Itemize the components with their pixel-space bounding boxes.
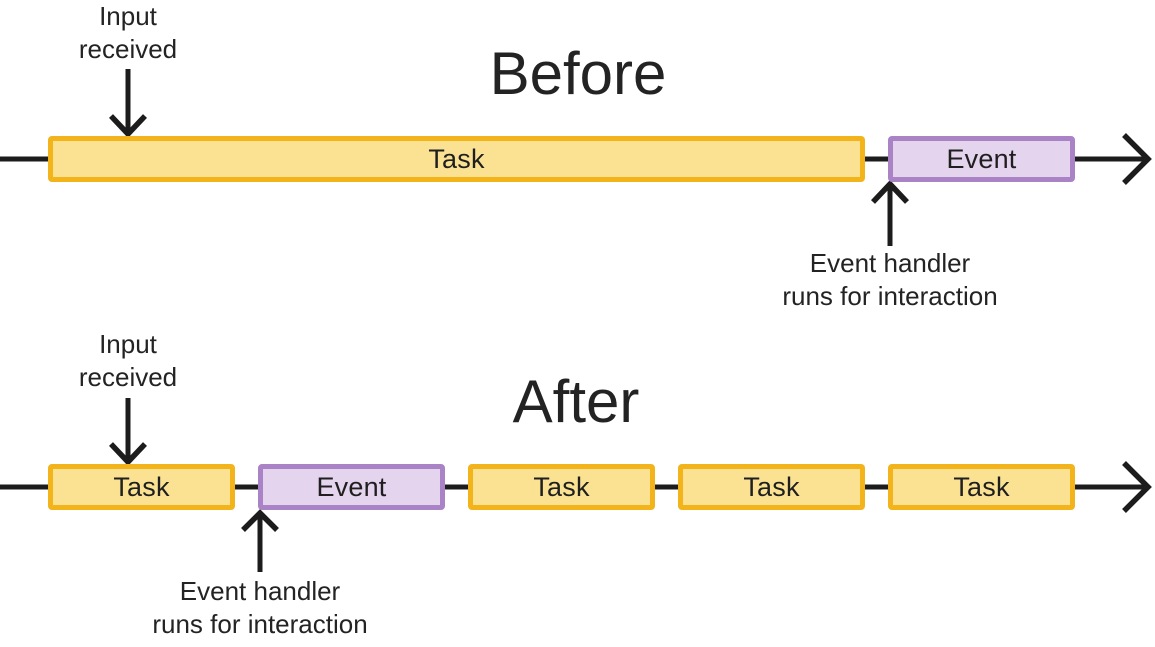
input-received-label-after: Input received xyxy=(79,328,177,394)
input-received-line1: Input xyxy=(99,329,157,359)
event-handler-line2: runs for interaction xyxy=(152,609,368,639)
task-box-after-4: Task xyxy=(888,464,1075,510)
event-handler-label-before: Event handler runs for interaction xyxy=(782,247,997,313)
input-received-line1: Input xyxy=(99,1,157,31)
input-received-label-before: Input received xyxy=(79,0,177,66)
event-handler-line1: Event handler xyxy=(809,248,971,278)
input-arrow-before xyxy=(109,69,147,139)
event-handler-label-after: Event handler runs for interaction xyxy=(152,575,367,641)
handler-arrow-before xyxy=(871,179,909,246)
before-title: Before xyxy=(489,40,667,107)
input-received-line2: received xyxy=(78,34,178,64)
input-received-line2: received xyxy=(78,362,178,392)
task-box-before: Task xyxy=(48,136,865,182)
input-arrow-after xyxy=(109,398,147,467)
event-handler-line2: runs for interaction xyxy=(782,281,998,311)
handler-arrow-after xyxy=(241,509,279,572)
event-box-before: Event xyxy=(888,136,1075,182)
task-box-after-2: Task xyxy=(468,464,655,510)
event-box-after: Event xyxy=(258,464,445,510)
after-title: After xyxy=(512,368,640,435)
task-box-after-3: Task xyxy=(678,464,865,510)
task-box-after-1: Task xyxy=(48,464,235,510)
event-handler-line1: Event handler xyxy=(179,576,341,606)
